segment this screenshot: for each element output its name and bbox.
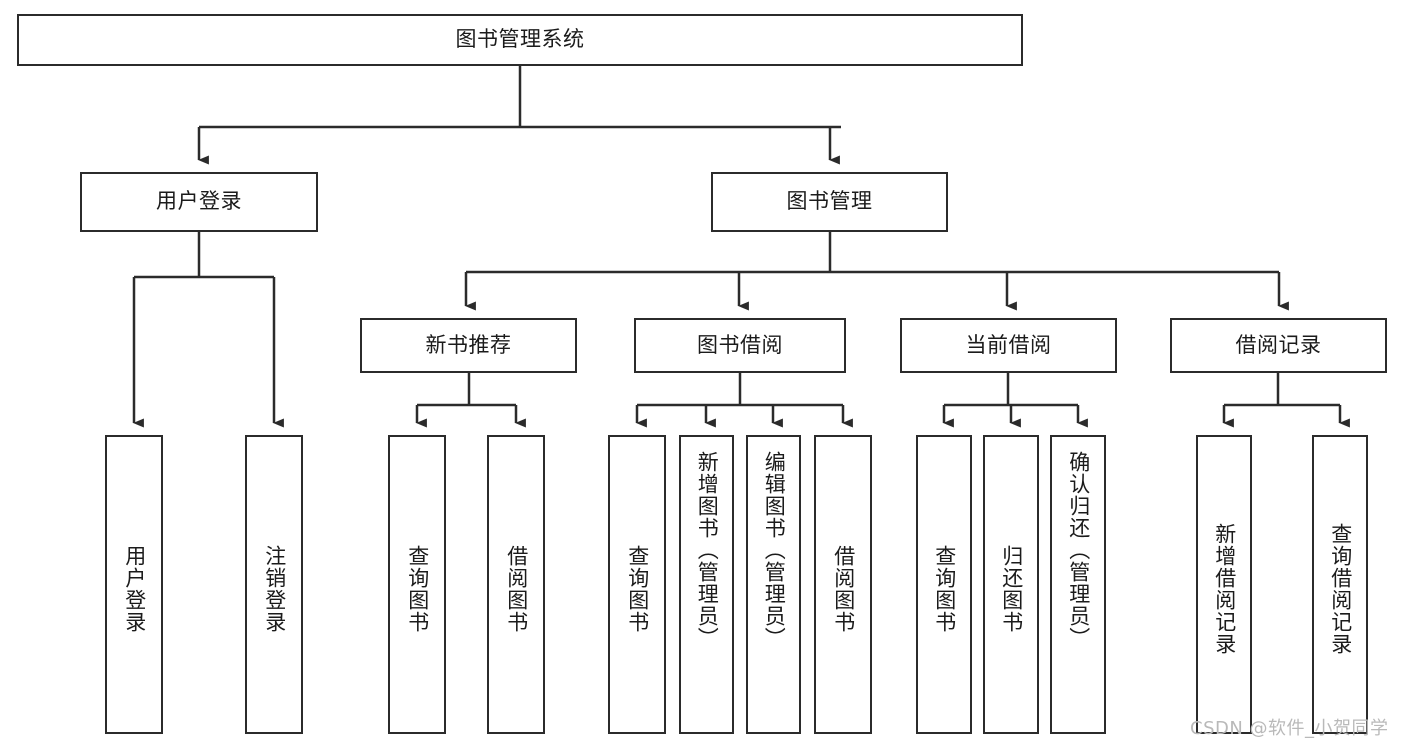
node-book-management-label: 图书管理: [786, 189, 873, 214]
node-root-label: 图书管理系统: [455, 27, 585, 52]
node-leaf-logout-label: 注销登录: [262, 544, 287, 633]
node-new-book-recommend-label: 新书推荐: [425, 332, 512, 357]
node-leaf-edit-book[interactable]: 编辑图书（管理员）: [746, 435, 801, 734]
node-leaf-query-record[interactable]: 查询借阅记录: [1312, 435, 1368, 734]
node-leaf-return-book-label: 归还图书: [999, 544, 1024, 633]
node-leaf-query-book-current-label: 查询图书: [932, 544, 957, 633]
node-current-borrow[interactable]: 当前借阅: [900, 318, 1117, 373]
watermark-text: CSDN @软件_小贺同学: [1190, 718, 1389, 739]
node-leaf-query-record-label: 查询借阅记录: [1328, 522, 1353, 655]
node-leaf-add-book[interactable]: 新增图书（管理员）: [679, 435, 734, 734]
node-leaf-confirm-return[interactable]: 确认归还（管理员）: [1050, 435, 1106, 734]
node-user-login-label: 用户登录: [156, 189, 242, 214]
node-leaf-query-book-rec-label: 查询图书: [405, 544, 430, 633]
node-leaf-user-login-label: 用户登录: [122, 544, 147, 633]
node-book-borrow[interactable]: 图书借阅: [634, 318, 846, 373]
node-user-login[interactable]: 用户登录: [80, 172, 318, 232]
node-leaf-add-record-label: 新增借阅记录: [1212, 522, 1237, 655]
node-leaf-confirm-return-label: 确认归还（管理员）: [1066, 451, 1091, 649]
node-leaf-borrow-book-rec-label: 借阅图书: [504, 544, 529, 633]
node-new-book-recommend[interactable]: 新书推荐: [360, 318, 577, 373]
node-book-management[interactable]: 图书管理: [711, 172, 948, 232]
node-leaf-borrow-book-label: 借阅图书: [831, 544, 856, 633]
node-leaf-logout[interactable]: 注销登录: [245, 435, 303, 734]
node-leaf-add-record[interactable]: 新增借阅记录: [1196, 435, 1252, 734]
node-borrow-record-label: 借阅记录: [1235, 332, 1322, 357]
node-leaf-query-book-current[interactable]: 查询图书: [916, 435, 972, 734]
node-book-borrow-label: 图书借阅: [697, 332, 783, 357]
node-leaf-borrow-book-rec[interactable]: 借阅图书: [487, 435, 545, 734]
node-leaf-query-book-borrow-label: 查询图书: [625, 544, 650, 633]
node-leaf-add-book-label: 新增图书（管理员）: [695, 451, 720, 649]
node-leaf-user-login[interactable]: 用户登录: [105, 435, 163, 734]
node-leaf-borrow-book[interactable]: 借阅图书: [814, 435, 872, 734]
node-leaf-query-book-rec[interactable]: 查询图书: [388, 435, 446, 734]
node-root[interactable]: 图书管理系统: [17, 14, 1023, 66]
node-leaf-edit-book-label: 编辑图书（管理员）: [762, 451, 787, 649]
node-borrow-record[interactable]: 借阅记录: [1170, 318, 1387, 373]
node-leaf-query-book-borrow[interactable]: 查询图书: [608, 435, 666, 734]
node-current-borrow-label: 当前借阅: [965, 332, 1052, 357]
node-leaf-return-book[interactable]: 归还图书: [983, 435, 1039, 734]
